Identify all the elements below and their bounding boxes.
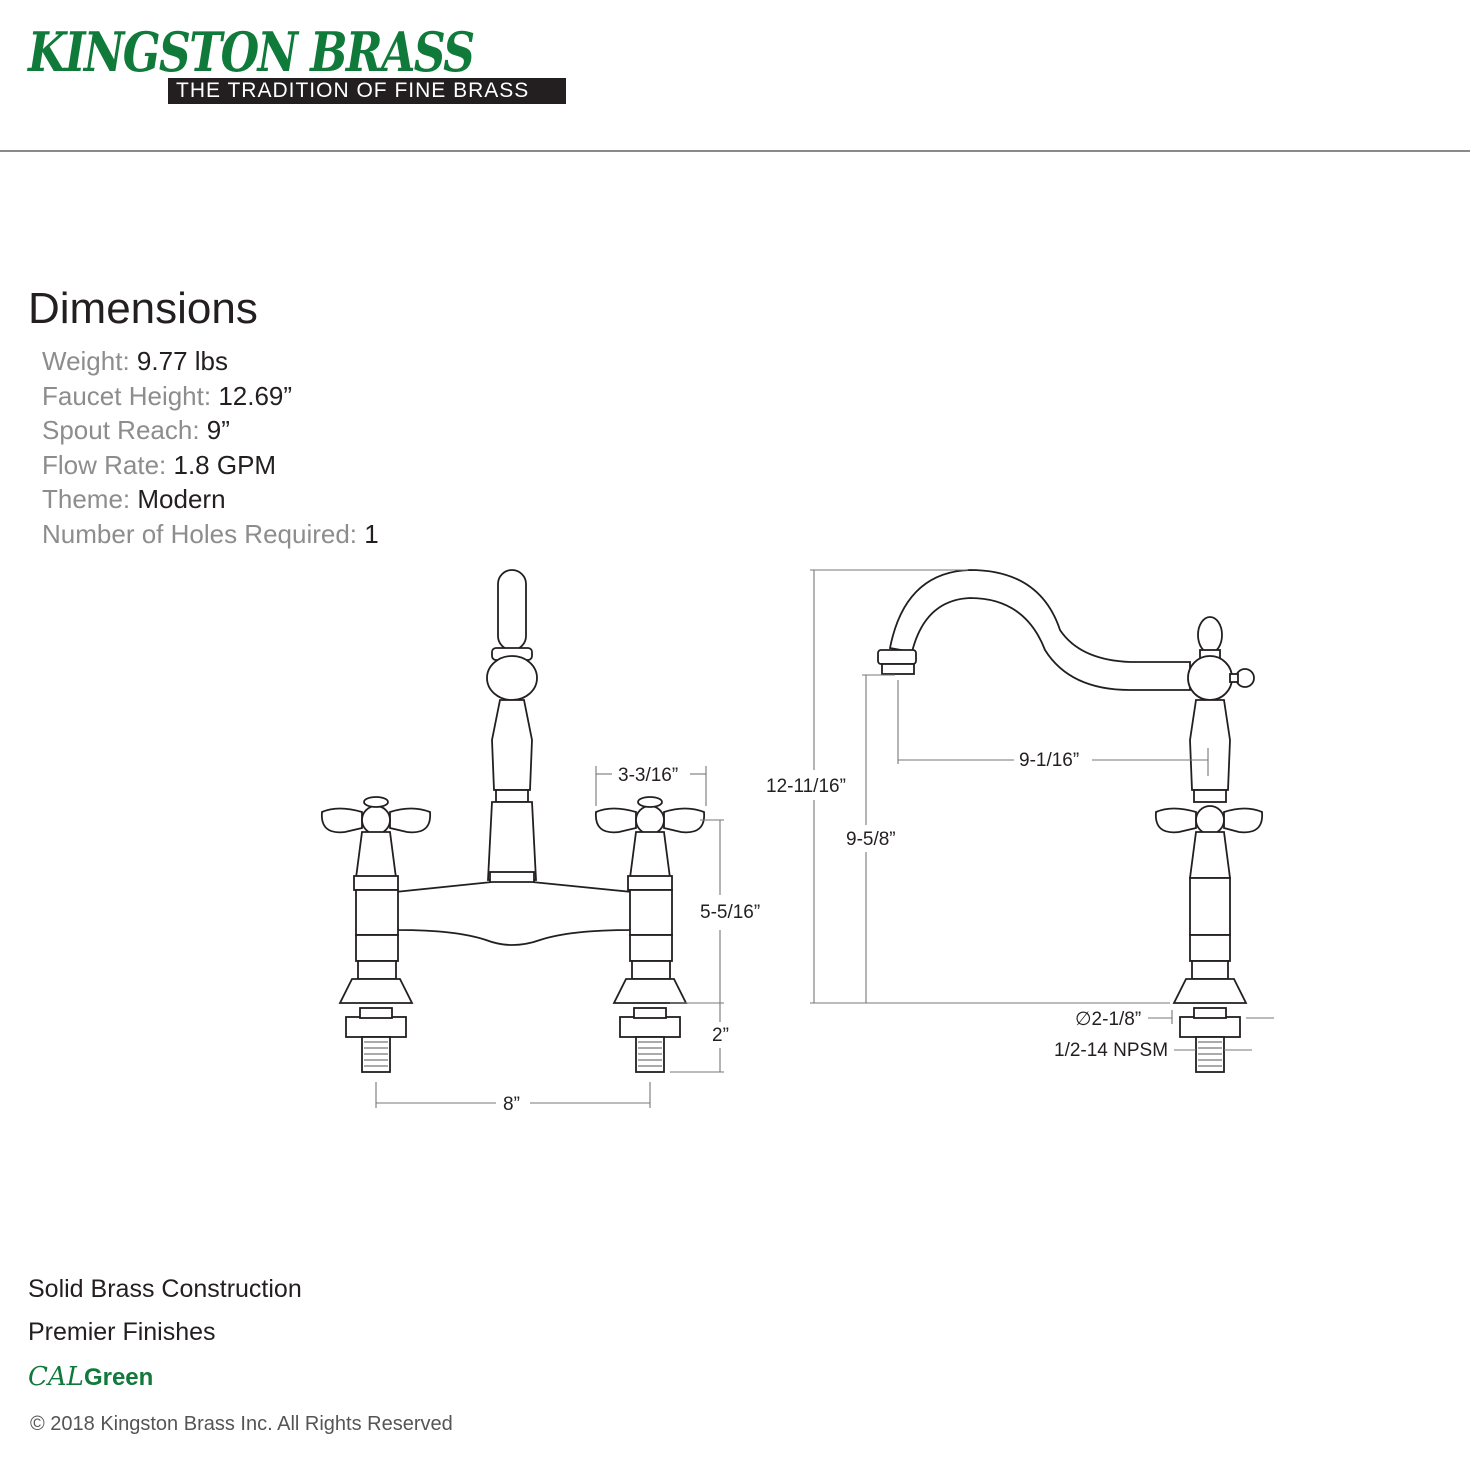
dim-spout-height: 9-5/8” bbox=[846, 829, 896, 850]
dim-base-diameter: ∅2-1/8” bbox=[1075, 1009, 1141, 1030]
feature-premier-finishes: Premier Finishes bbox=[28, 1318, 216, 1346]
dim-overall-height: 12-11/16” bbox=[766, 776, 846, 797]
copyright-notice: © 2018 Kingston Brass Inc. All Rights Re… bbox=[30, 1413, 453, 1435]
brand-name: KINGSTON BRASS bbox=[28, 20, 475, 84]
spec-label: Theme: bbox=[42, 484, 131, 514]
dim-shank-length: 2” bbox=[712, 1025, 729, 1046]
spec-value: 1 bbox=[364, 518, 379, 549]
side-view bbox=[877, 569, 1263, 1073]
spec-value: 1.8 GPM bbox=[173, 449, 277, 480]
spec-label: Flow Rate: bbox=[42, 449, 167, 480]
spec-holes: Number of Holes Required: 1 bbox=[42, 517, 379, 552]
dim-handle-height: 5-5/16” bbox=[700, 902, 760, 923]
dimension-lines bbox=[375, 569, 1274, 1108]
front-view bbox=[321, 569, 705, 1073]
spec-theme: Theme: Modern bbox=[42, 482, 379, 517]
feature-solid-brass: Solid Brass Construction bbox=[28, 1275, 302, 1303]
spec-faucet-height: Faucet Height: 12.69” bbox=[42, 379, 379, 414]
calgreen-green: Green bbox=[83, 1364, 154, 1391]
calgreen-logo: CALGreen bbox=[28, 1362, 153, 1396]
dim-spout-reach: 9-1/16” bbox=[1019, 750, 1079, 771]
spec-flow-rate: Flow Rate: 1.8 GPM bbox=[42, 448, 379, 483]
brand-tagline: THE TRADITION OF FINE BRASS bbox=[168, 78, 566, 104]
calgreen-cal: CAL bbox=[28, 1362, 84, 1392]
brand-logo: KINGSTON BRASS THE TRADITION OF FINE BRA… bbox=[28, 22, 588, 112]
dimension-labels: 3-3/16” 5-5/16” 2” 8” 12-11/16” 9-5/8” 9… bbox=[503, 750, 1168, 1115]
dim-handle-width: 3-3/16” bbox=[618, 765, 678, 786]
spec-spout-reach: Spout Reach: 9” bbox=[42, 413, 379, 448]
spec-value: 9” bbox=[206, 415, 230, 445]
spec-value: 9.77 lbs bbox=[136, 346, 228, 376]
spec-list: Weight: 9.77 lbs Faucet Height: 12.69” S… bbox=[42, 344, 379, 551]
dim-centers: 8” bbox=[503, 1094, 520, 1115]
spec-label: Number of Holes Required: bbox=[42, 518, 358, 549]
spec-value: 12.69” bbox=[218, 380, 293, 411]
front-view-threads bbox=[364, 1041, 662, 1067]
spec-label: Faucet Height: bbox=[42, 380, 212, 411]
dim-thread-size: 1/2-14 NPSM bbox=[1054, 1040, 1168, 1061]
spec-value: Modern bbox=[137, 484, 226, 514]
page-title: Dimensions bbox=[28, 284, 258, 333]
spec-label: Spout Reach: bbox=[42, 415, 200, 445]
side-view-threads bbox=[1198, 1041, 1222, 1067]
header-divider bbox=[0, 150, 1470, 152]
spec-label: Weight: bbox=[42, 346, 130, 376]
spec-weight: Weight: 9.77 lbs bbox=[42, 344, 379, 379]
